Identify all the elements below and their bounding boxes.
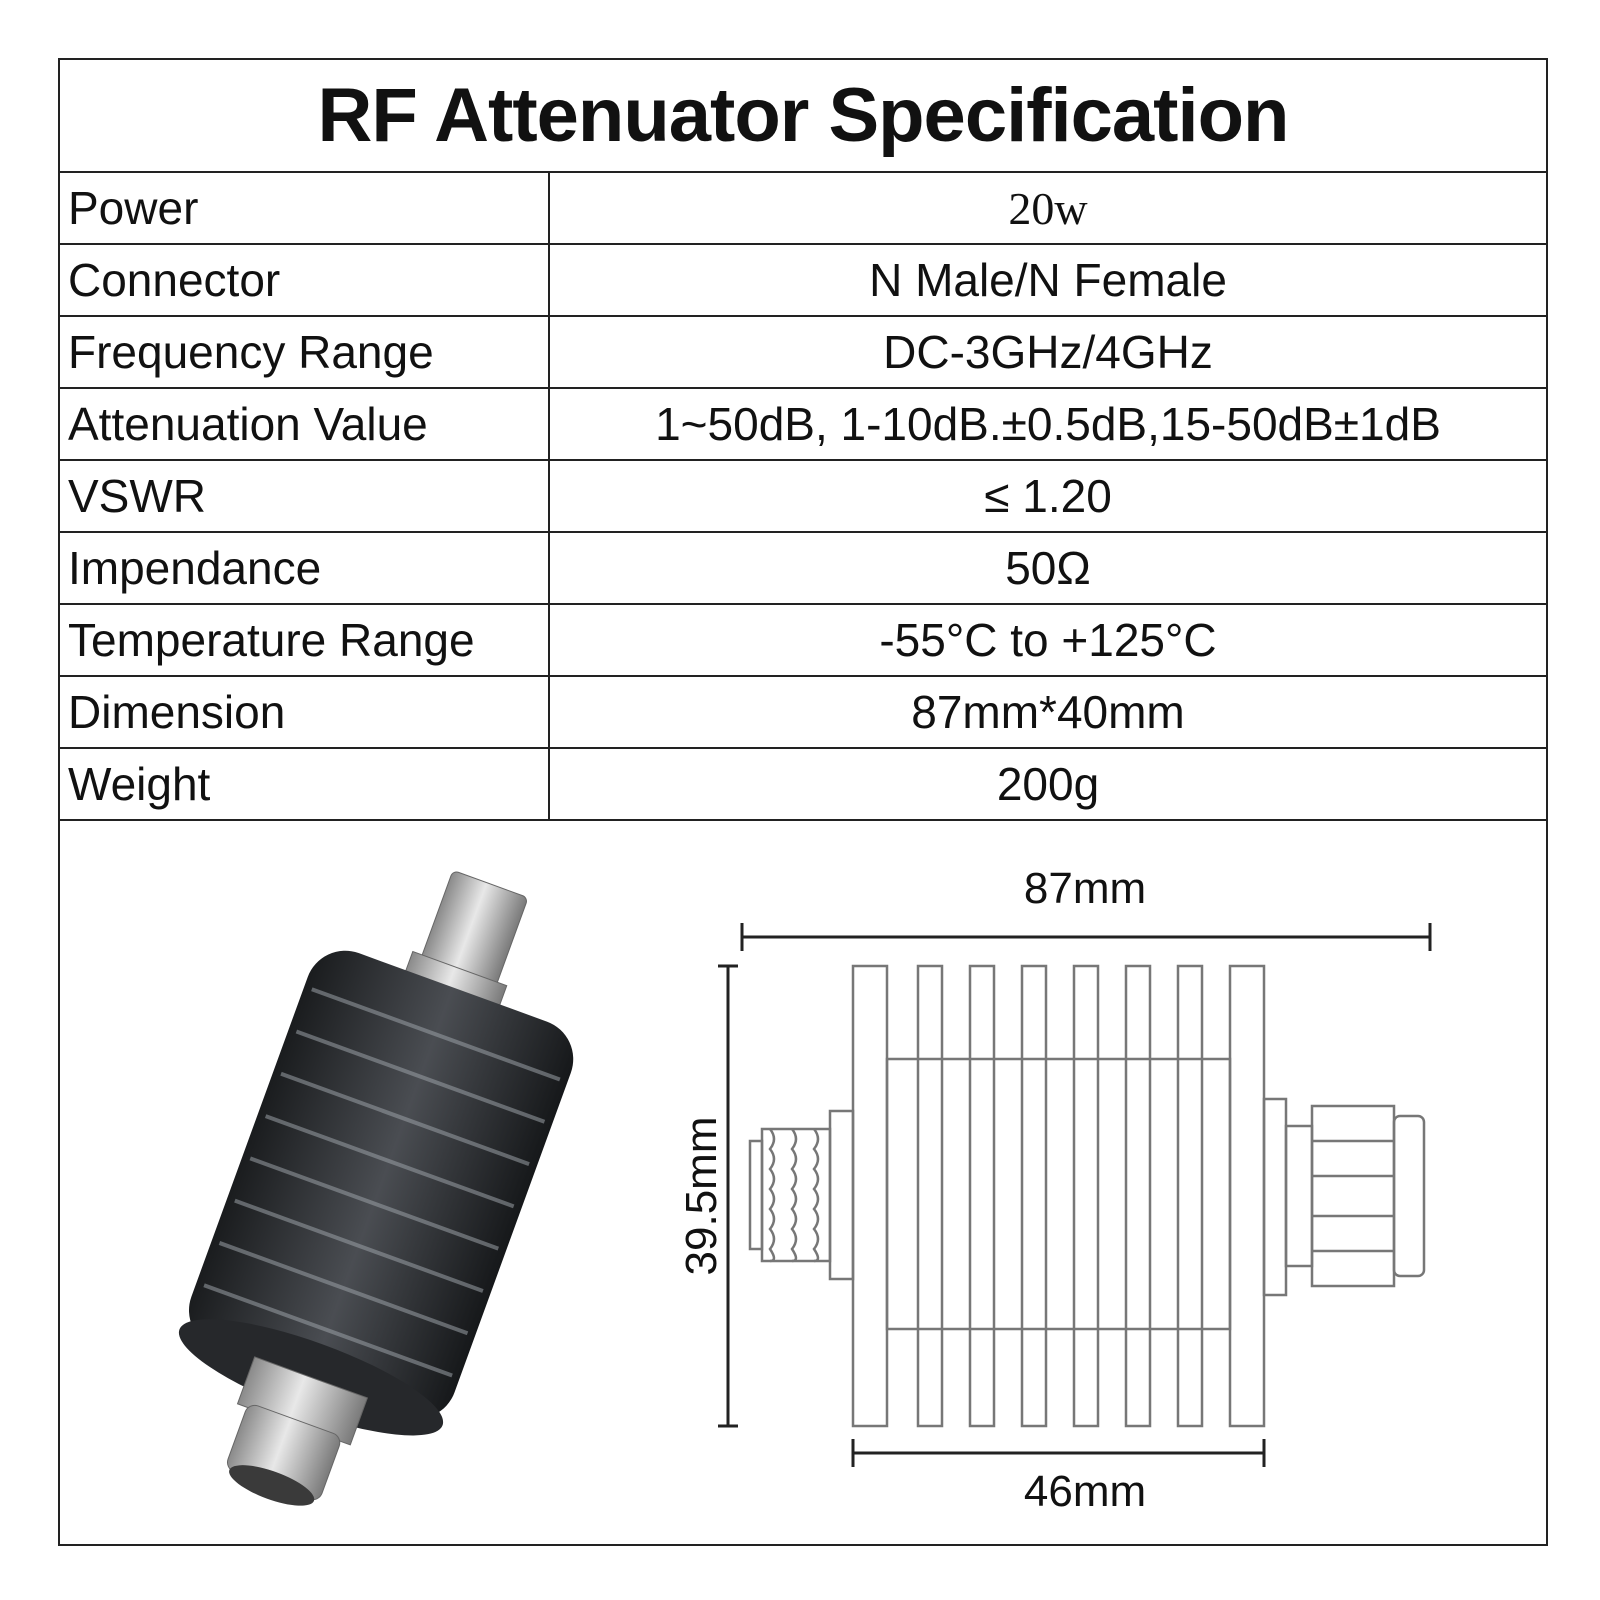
spec-row-vswr: VSWR ≤ 1.20 — [60, 461, 1546, 533]
spec-table: Power 20w Connector N Male/N Female Freq… — [60, 173, 1546, 821]
product-figure: 87mm 39.5mm — [60, 821, 1546, 1544]
spec-value: 87mm*40mm — [911, 686, 1185, 738]
dimension-drawing: 87mm 39.5mm — [680, 864, 1432, 1516]
spec-label: Temperature Range — [60, 605, 550, 675]
spec-row-frequency-range: Frequency Range DC-3GHz/4GHz — [60, 317, 1546, 389]
spec-value: 200g — [996, 758, 1100, 810]
spec-label: Connector — [60, 245, 550, 315]
spec-value: N Male/N Female — [869, 254, 1227, 306]
spec-label: Weight — [60, 749, 550, 819]
body-dimension-label: 46mm — [1024, 1467, 1146, 1516]
spec-label: VSWR — [60, 461, 550, 531]
spec-value: 50Ω — [1005, 542, 1091, 594]
page-title: RF Attenuator Specification — [60, 60, 1546, 173]
length-dimension-label: 87mm — [1024, 864, 1146, 913]
attenuator-outline — [748, 964, 1426, 1428]
length-dimension-line — [740, 923, 1432, 951]
height-dimension-label: 39.5mm — [680, 1117, 726, 1276]
spec-row-connector: Connector N Male/N Female — [60, 245, 1546, 317]
body-dimension-line — [851, 1439, 1266, 1467]
spec-sheet: RF Attenuator Specification Power 20w Co… — [58, 58, 1548, 1546]
spec-value: 1~50dB, 1-10dB.±0.5dB,15-50dB±1dB — [655, 398, 1441, 450]
spec-row-impedance: Impendance 50Ω — [60, 533, 1546, 605]
spec-row-dimension: Dimension 87mm*40mm — [60, 677, 1546, 749]
spec-row-attenuation-value: Attenuation Value 1~50dB, 1-10dB.±0.5dB,… — [60, 389, 1546, 461]
spec-value: DC-3GHz/4GHz — [883, 326, 1213, 378]
spec-row-weight: Weight 200g — [60, 749, 1546, 821]
spec-label: Dimension — [60, 677, 550, 747]
spec-label: Frequency Range — [60, 317, 550, 387]
spec-label: Impendance — [60, 533, 550, 603]
attenuator-photo — [178, 871, 574, 1506]
spec-label: Attenuation Value — [60, 389, 550, 459]
spec-row-power: Power 20w — [60, 173, 1546, 245]
spec-value: 20w — [1008, 182, 1088, 234]
spec-row-temperature-range: Temperature Range -55°C to +125°C — [60, 605, 1546, 677]
spec-value: ≤ 1.20 — [984, 470, 1112, 522]
spec-value: -55°C to +125°C — [879, 614, 1217, 666]
spec-label: Power — [60, 173, 550, 243]
height-dimension-line — [718, 964, 738, 1428]
